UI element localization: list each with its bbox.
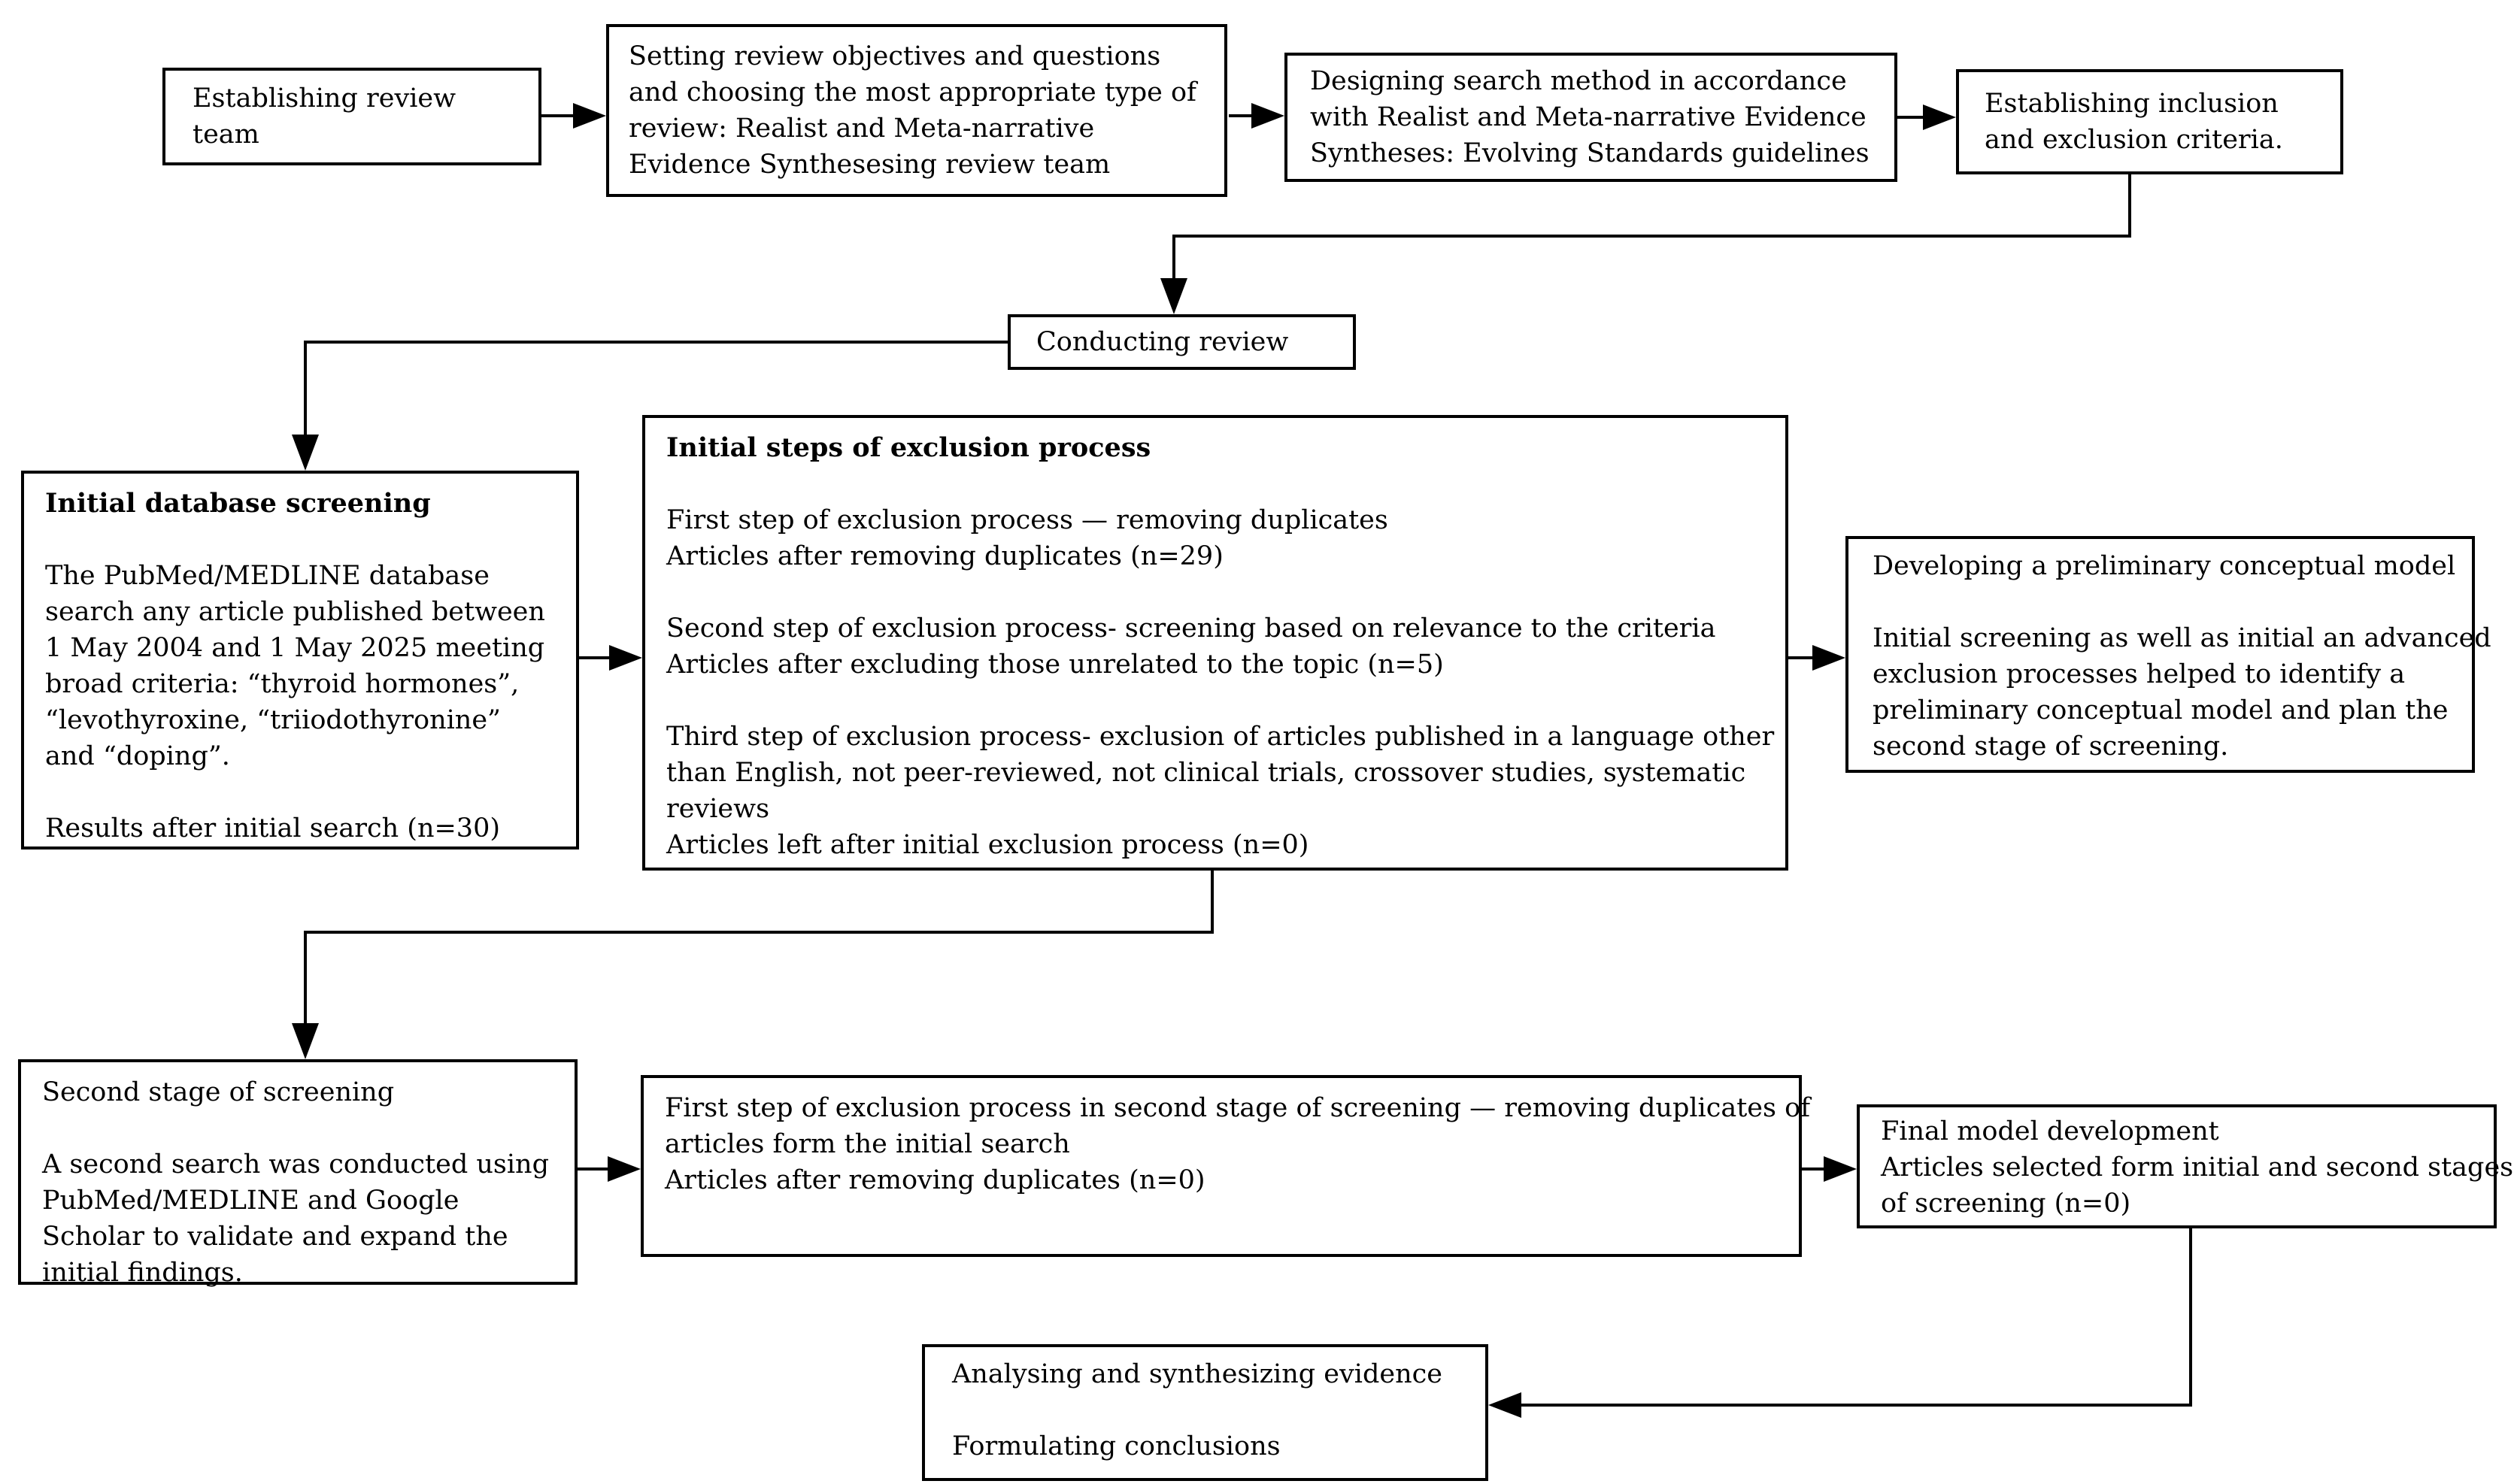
box-setting-review-objectives: Setting review objectives and questions a… [606,24,1227,197]
text-line: with Realist and Meta-narrative Evidence [1310,102,1867,132]
connector-steps-to-developing [1788,656,1814,659]
connector-design-to-criteria [1897,116,1926,119]
text-line: Analysing and synthesizing evidence [952,1359,1442,1389]
text-line: Second stage of screening [42,1077,395,1107]
connector-secondstage-to-firststep [578,1168,611,1171]
text-line [666,574,1781,610]
text-line: Formulating conclusions [952,1431,1281,1461]
arrowhead-down-icon [292,1023,319,1059]
text-line: than English, not peer-reviewed, not cli… [666,758,1746,788]
text-line: initial findings. [42,1258,243,1288]
box-developing-preliminary-model: Developing a preliminary conceptual mode… [1845,536,2491,773]
arrowhead-right-icon [609,645,642,671]
text-line: PubMed/MEDLINE and Google [42,1186,459,1216]
connector-steps-across [304,931,1214,934]
arrowhead-right-icon [1923,104,1956,130]
connector-initialdb-to-steps [579,656,611,659]
text-line: Setting review objectives and questions [629,41,1161,71]
text-line: A second search was conducted using [42,1149,549,1180]
connector-steps-down [1211,871,1214,934]
text-line: preliminary conceptual model and plan th… [1873,695,2449,725]
text-line: First step of exclusion process — removi… [666,505,1388,535]
arrowhead-right-icon [1251,103,1284,129]
connector-finalmodel-down [2189,1228,2192,1407]
arrowhead-down-icon [292,435,319,471]
box-title: Initial database screening [45,488,431,519]
text-line [1873,584,2467,620]
text-line: Final model development [1881,1116,2219,1146]
text-line: team [193,120,259,150]
text-line: articles form the initial search [665,1129,1070,1159]
box-inclusion-exclusion-criteria: Establishing inclusion and exclusion crit… [1956,69,2343,174]
connector-conducting-down [304,341,307,436]
text-line: Scholar to validate and expand the [42,1222,508,1252]
text-line: reviews [666,794,770,824]
text-line: Articles after excluding those unrelated… [666,650,1444,680]
text-line: and “doping”. [45,741,230,771]
box-body: The PubMed/MEDLINE database search any ar… [45,522,572,846]
connector-team-to-objectives [541,114,576,117]
arrowhead-right-icon [1812,645,1845,671]
text-line [666,683,1781,719]
connector-firststep-to-finalmodel [1802,1168,1826,1171]
text-line: Second step of exclusion process- screen… [666,613,1716,644]
arrowhead-left-icon [1488,1392,1521,1418]
box-designing-search-method: Designing search method in accordance wit… [1284,53,1897,182]
text-line [45,522,572,558]
connector-criteria-down [2128,174,2131,238]
connector-finalmodel-across [1520,1404,2192,1407]
text-line: Establishing inclusion [1985,89,2279,119]
box-establishing-review-team: Establishing review team [162,68,541,165]
arrowhead-right-icon [608,1156,641,1182]
text-line: Establishing review [193,83,456,114]
text-line: broad criteria: “thyroid hormones”, [45,669,520,699]
text-line: Designing search method in accordance [1310,66,1847,96]
connector-objectives-to-design [1229,114,1254,117]
text-line: Third step of exclusion process- exclusi… [666,722,1775,752]
text-line: and exclusion criteria. [1985,125,2283,155]
text-line [666,466,1781,502]
box-title: Initial steps of exclusion process [666,432,1151,463]
arrowhead-down-icon [1160,278,1187,314]
text-line: Articles left after initial exclusion pr… [666,830,1309,860]
box-initial-steps-of-exclusion: Initial steps of exclusion process First… [642,415,1788,871]
text-line: and choosing the most appropriate type o… [629,77,1196,108]
arrowhead-right-icon [1824,1156,1857,1182]
text-line: First step of exclusion process in secon… [665,1093,1811,1123]
connector-criteria-across [1172,235,2131,238]
text-line: Articles after removing duplicates (n=0) [665,1165,1205,1195]
text-line: Conducting review [1036,327,1289,357]
text-line: Results after initial search (n=30) [45,813,500,843]
text-line: search any article published between [45,597,545,627]
box-initial-database-screening: Initial database screening The PubMed/ME… [21,471,579,850]
text-line: second stage of screening. [1873,731,2229,762]
connector-conducting-left [304,341,1008,344]
text-line: 1 May 2004 and 1 May 2025 meeting [45,633,545,663]
box-second-stage-of-screening: Second stage of screening A second search… [18,1059,578,1288]
text-line: Syntheses: Evolving Standards guidelines [1310,138,1870,168]
text-line [42,1110,570,1146]
box-second-stage-first-step-exclusion: First step of exclusion process in secon… [641,1075,1811,1257]
text-line: of screening (n=0) [1881,1189,2131,1219]
text-line: Articles selected form initial and secon… [1881,1152,2514,1183]
text-line: Evidence Synthesesing review team [629,150,1111,180]
arrowhead-right-icon [573,103,606,129]
connector-into-conducting [1172,235,1175,280]
text-line [45,774,572,810]
text-line: Developing a preliminary conceptual mode… [1873,551,2456,581]
box-conducting-review: Conducting review [1008,314,1356,370]
text-line: Articles after removing duplicates (n=29… [666,541,1224,571]
text-line: exclusion processes helped to identify a [1873,659,2406,689]
text-line: Initial screening as well as initial an … [1873,623,2491,653]
text-line: “levothyroxine, “triiodothyronine” [45,705,501,735]
box-body: First step of exclusion process — removi… [666,466,1781,863]
text-line [952,1392,1481,1428]
connector-into-secondstage [304,931,307,1023]
text-line: The PubMed/MEDLINE database [45,561,490,591]
text-line: review: Realist and Meta-narrative [629,114,1095,144]
